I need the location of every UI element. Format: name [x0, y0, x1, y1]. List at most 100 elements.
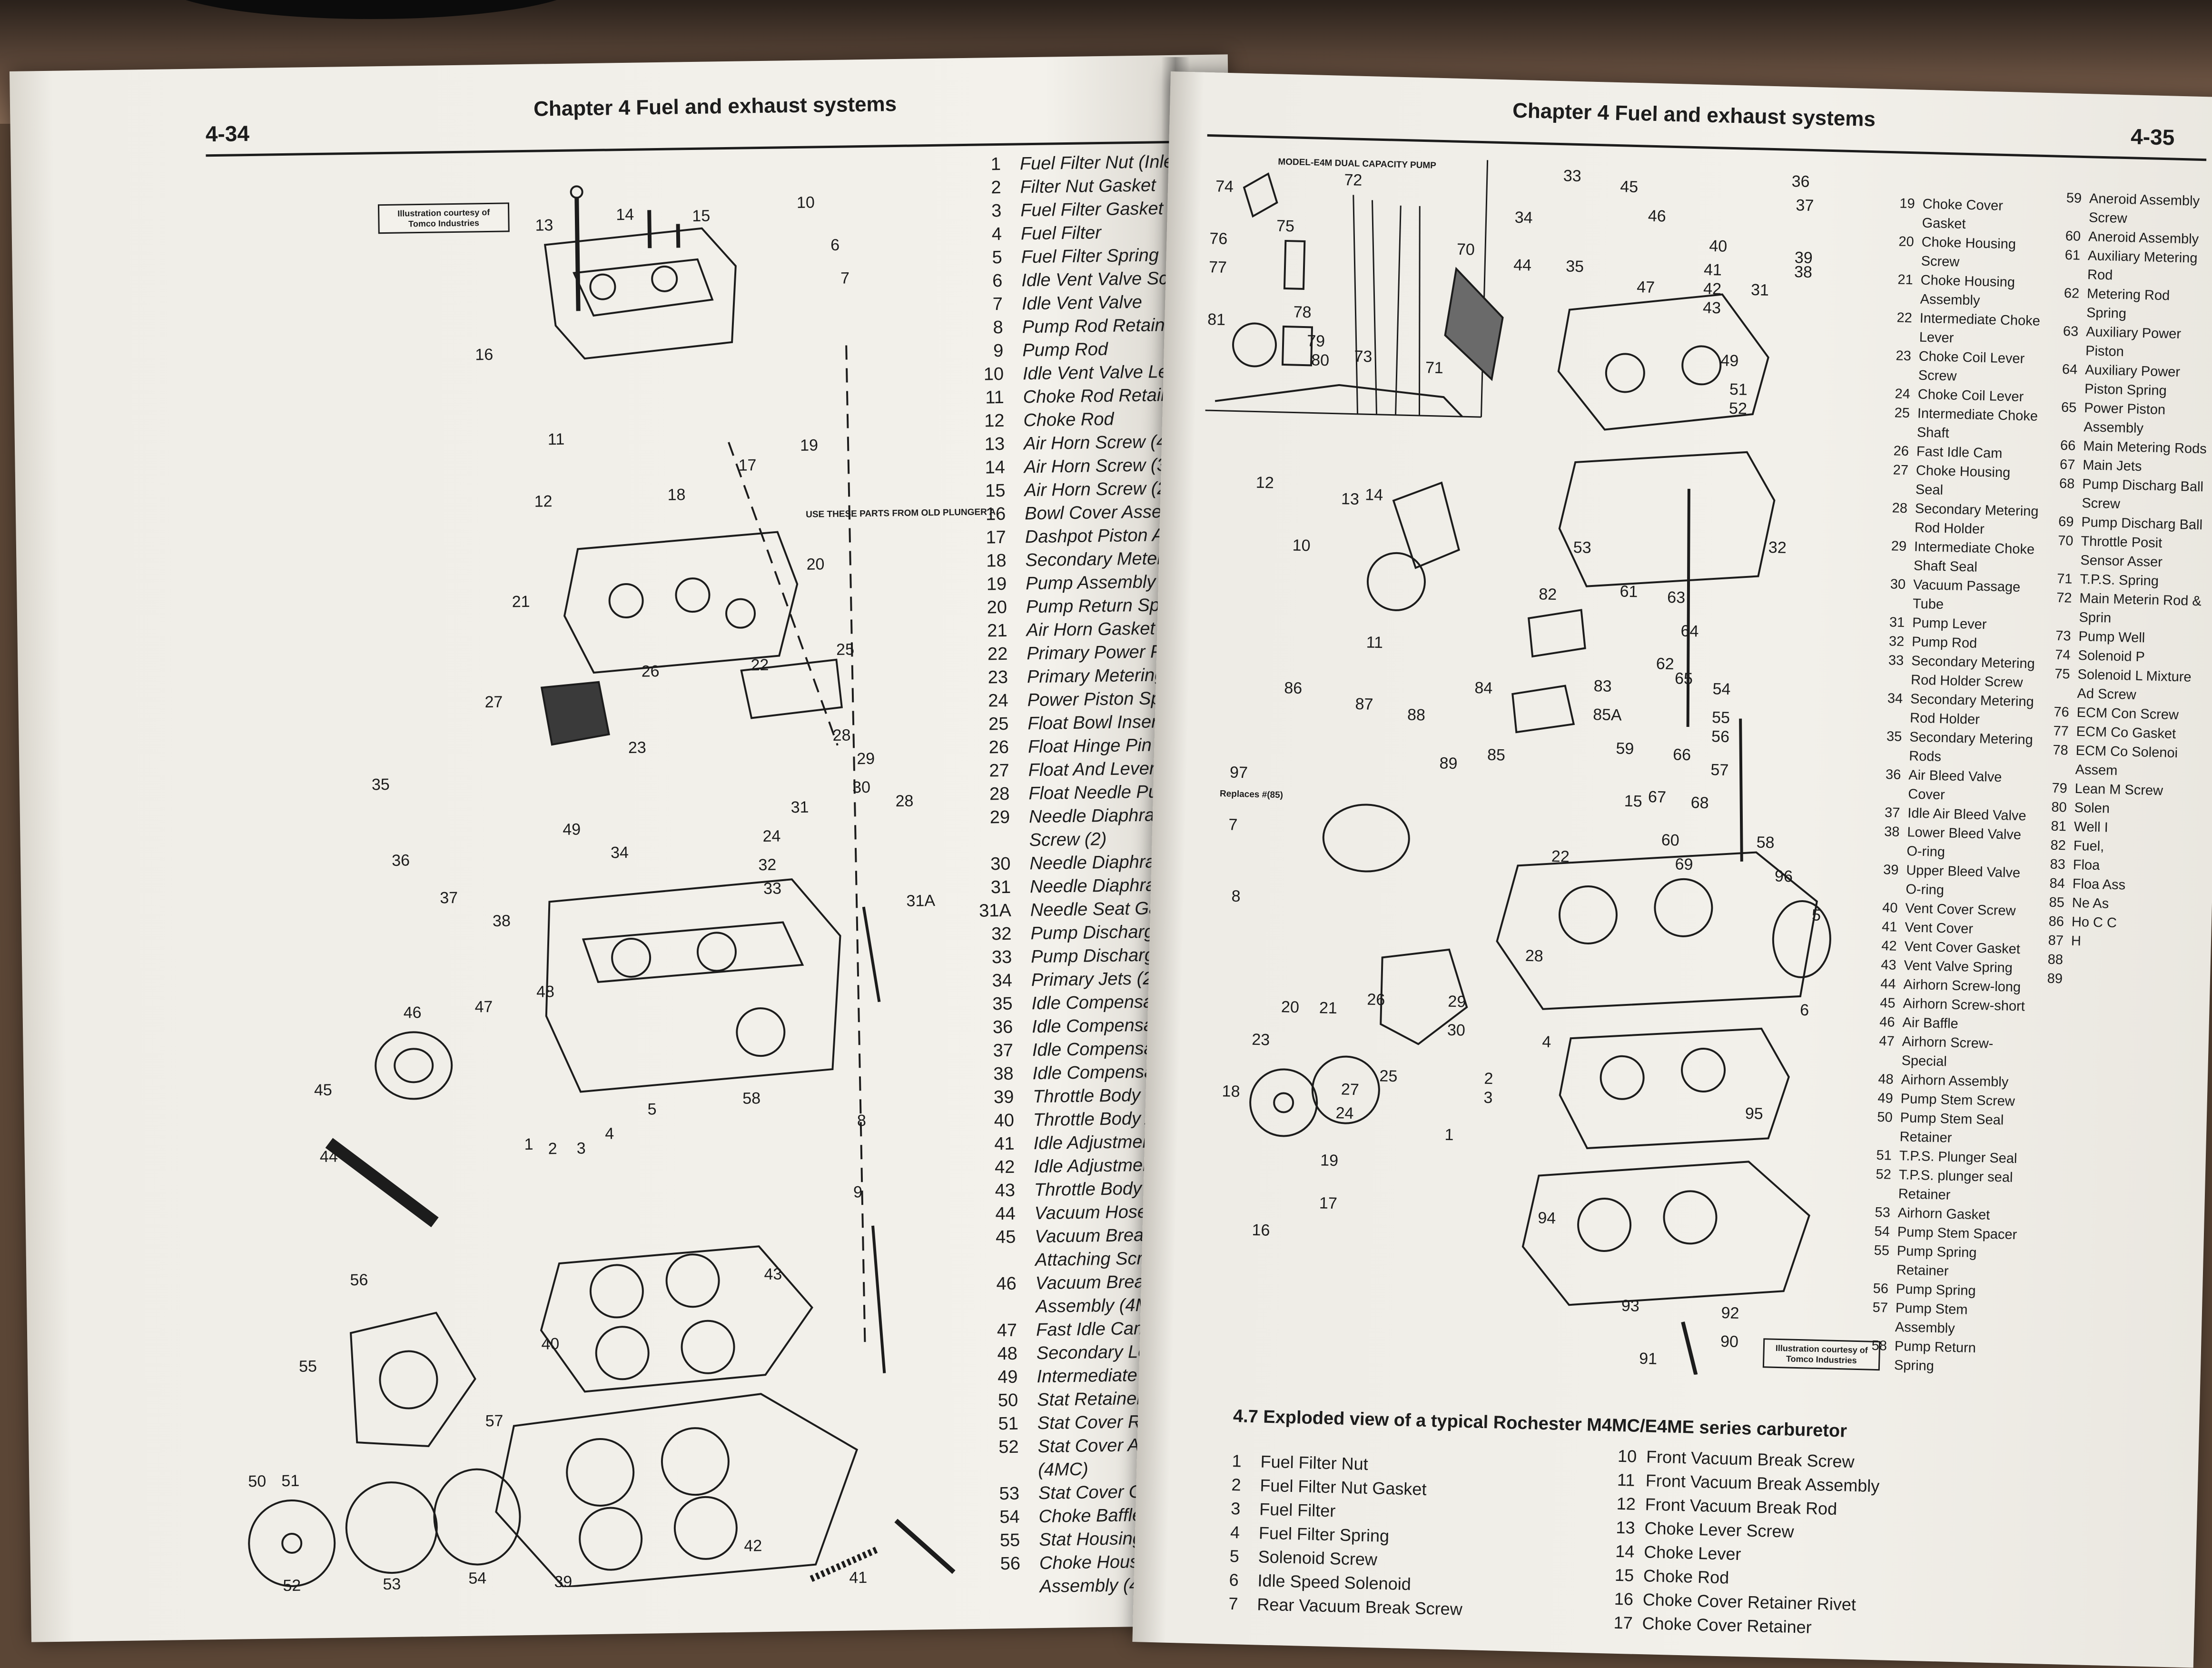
legend-text: Well I [2074, 819, 2109, 835]
legend-number: 48 [1878, 1071, 1894, 1087]
legend-number: 34 [1887, 691, 1903, 706]
legend-text: Choke Cover Retainer [1642, 1613, 1812, 1637]
legend-number: 56 [1873, 1281, 1889, 1297]
r-callout-24: 24 [1335, 1104, 1354, 1122]
callout-10: 10 [797, 193, 815, 212]
legend-number: 21 [1897, 272, 1914, 288]
legend-number: 22 [987, 644, 1008, 665]
r-callout-8: 8 [1231, 887, 1241, 905]
r-callout-57: 57 [1710, 761, 1729, 779]
r-callout-91: 91 [1639, 1350, 1658, 1368]
legend-number: 80 [2051, 799, 2067, 815]
legend-number: 51 [998, 1413, 1019, 1434]
r-callout-6: 6 [1800, 1001, 1809, 1019]
legend-text: ECM Co Gasket [2076, 724, 2176, 742]
legend-text: Airhorn Screw-Special [1901, 1034, 1994, 1070]
r-callout-83: 83 [1593, 677, 1612, 695]
r-callout-76: 76 [1209, 229, 1228, 248]
legend-number: 71 [2056, 571, 2073, 587]
legend-number: 41 [1881, 919, 1897, 935]
r-callout-28: 28 [1525, 947, 1543, 965]
legend-text: Float Bowl Insert [1027, 712, 1163, 734]
legend-number: 35 [992, 993, 1013, 1014]
r-callout-92: 92 [1721, 1304, 1739, 1322]
legend-text: Intermediate Choke Shaft [1916, 406, 2038, 441]
callout-6: 6 [830, 236, 839, 254]
r-callout-71: 71 [1425, 358, 1443, 377]
r-callout-34: 34 [1514, 208, 1533, 227]
legend-number: 68 [2059, 476, 2075, 492]
r-callout-59: 59 [1616, 739, 1634, 758]
legend-text: Airhorn Gasket [1897, 1205, 1990, 1223]
float-bowl-shape [545, 878, 841, 1093]
callout-33: 33 [763, 880, 781, 898]
r-callout-94: 94 [1538, 1209, 1556, 1228]
r-callout-15: 15 [1624, 792, 1642, 811]
callout-56: 56 [350, 1271, 368, 1290]
r-callout-81: 81 [1207, 310, 1226, 329]
legend-text: Pump Return Spring [1894, 1338, 1976, 1374]
legend-number: 30 [990, 854, 1011, 874]
legend-text: Pump Stem Spacer [1897, 1224, 2017, 1243]
legend-text: Pump Spring Retainer [1896, 1243, 1977, 1279]
legend-number: 62 [2064, 286, 2080, 301]
r-callout-36: 36 [1791, 172, 1810, 191]
callout-28: 28 [832, 726, 850, 745]
r-callout-47: 47 [1637, 278, 1655, 297]
legend-text: (4MC) [1037, 1459, 1089, 1480]
callout-48: 48 [536, 983, 554, 1001]
r-callout-82: 82 [1539, 585, 1557, 604]
r-callout-70: 70 [1457, 240, 1475, 259]
legend-number: 49 [1877, 1090, 1894, 1106]
r-callout-77: 77 [1209, 258, 1227, 277]
legend-number [967, 829, 1029, 853]
callout-39: 39 [554, 1573, 572, 1591]
legend-text: Choke Rod [1643, 1566, 1729, 1588]
legend-number: 29 [989, 807, 1010, 828]
r-callout-23: 23 [1252, 1031, 1270, 1049]
legend-number: 74 [2054, 647, 2071, 663]
legend-text: Air Horn Screw (3) [1024, 455, 1173, 477]
legend-number: 14 [985, 457, 1006, 478]
legend-text: Choke Rod [1023, 409, 1114, 431]
legend-number: 15 [1614, 1565, 1634, 1585]
legend-number: 4 [1230, 1522, 1240, 1542]
left-chapter-title: Chapter 4 Fuel and exhaust systems [533, 92, 897, 121]
legend-number: 89 [2047, 971, 2063, 987]
legend-text: Pump Discharg Ball [2081, 515, 2203, 533]
legend-number: 31A [978, 900, 1012, 921]
legend-number: 50 [1877, 1109, 1893, 1125]
legend-text: Pump Stem Assembly [1895, 1300, 1968, 1337]
callout-46: 46 [403, 1003, 421, 1022]
callout-34: 34 [611, 844, 629, 862]
legend-text: Main Jets [2082, 457, 2142, 475]
legend-number: 20 [987, 597, 1007, 618]
legend-text: Solen [2074, 800, 2110, 816]
legend-number: 10 [1617, 1446, 1637, 1466]
legend-text: Pump Assembly [1025, 572, 1156, 594]
right-diagram-svg: MODEL-E4M DUAL CAPACITY PUMP 74 76 77 75… [1205, 157, 1831, 1375]
legend-number: 48 [997, 1343, 1018, 1364]
callout-36: 36 [392, 851, 410, 870]
r-callout-38: 38 [1794, 263, 1813, 281]
r-callout-69: 69 [1675, 855, 1693, 874]
legend-text: Pump Rod Retainer [1022, 315, 1181, 338]
legend-text: Pump Stem Screw [1900, 1091, 2015, 1109]
callout-51: 51 [281, 1472, 299, 1490]
legend-number: 44 [1880, 976, 1896, 992]
legend-number: 28 [1892, 500, 1908, 516]
legend-number: 39 [1883, 862, 1899, 878]
